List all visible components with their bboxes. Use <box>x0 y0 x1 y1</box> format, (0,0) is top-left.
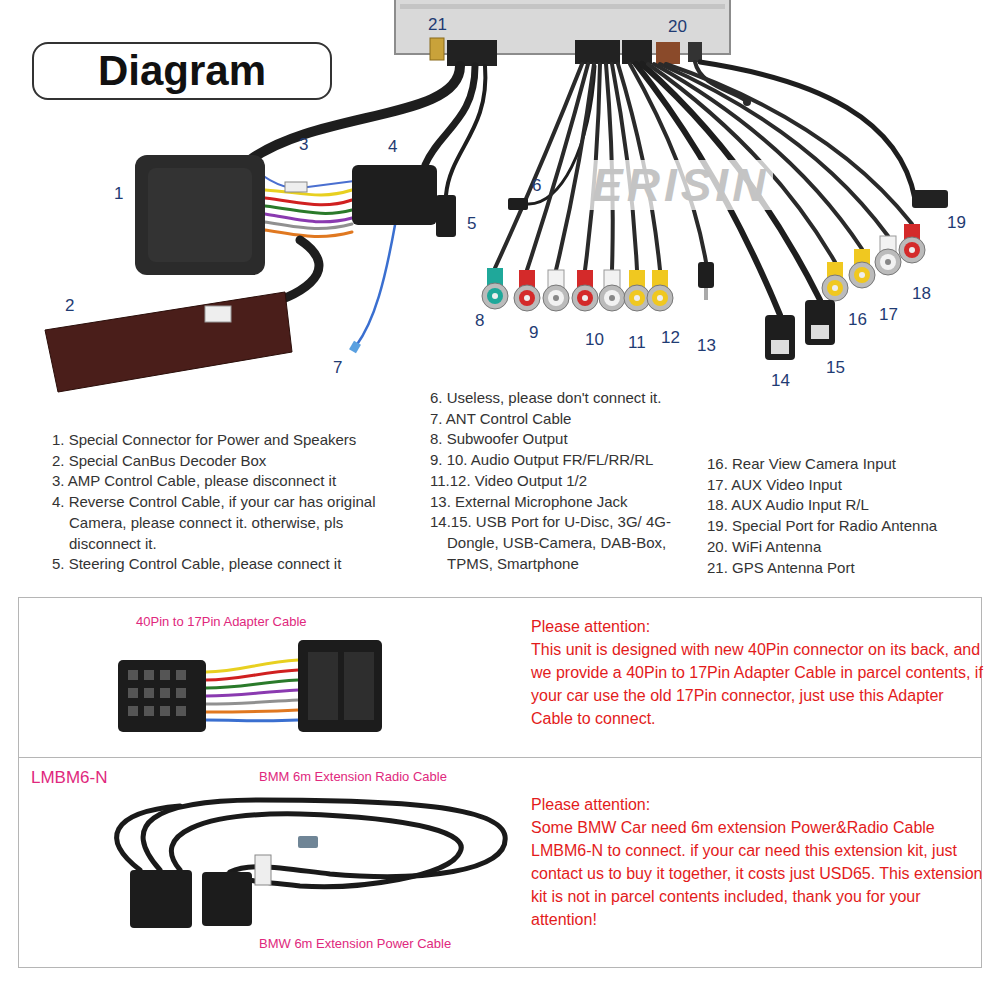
cable-caption: BMM 6m Extension Radio Cable <box>259 767 447 786</box>
legend-note: 6. Useless, please don't connect it. <box>430 388 695 409</box>
legend-note: 7. ANT Control Cable <box>430 409 695 430</box>
legend-note: 9. 10. Audio Output FR/FL/RR/RL <box>430 450 695 471</box>
callout-number: 9 <box>529 323 538 343</box>
callout-number: 15 <box>826 358 845 378</box>
legend-note: 4. Reverse Control Cable, if your car ha… <box>52 492 397 554</box>
callout-number: 5 <box>467 214 476 234</box>
legend-note: 13. External Microphone Jack <box>430 492 695 513</box>
callout-number: 2 <box>65 296 74 316</box>
legend-note: 18. AUX Audio Input R/L <box>707 495 992 516</box>
notice-heading: Please attention: <box>531 615 986 638</box>
callout-number: 14 <box>771 371 790 391</box>
legend-note: 17. AUX Video Input <box>707 475 992 496</box>
legend-note: 16. Rear View Camera Input <box>707 454 992 475</box>
legend-note: 11.12. Video Output 1/2 <box>430 471 695 492</box>
title-frame: Diagram <box>32 42 332 100</box>
notice-text: Some BMW Car need 6m extension Power&Rad… <box>531 816 986 931</box>
legend-note: 2. Special CanBus Decoder Box <box>52 451 397 472</box>
notice-text: This unit is designed with new 40Pin con… <box>531 638 986 730</box>
callout-number: 18 <box>912 284 931 304</box>
legend-note: 14.15. USB Port for U-Disc, 3G/ 4G-Dongl… <box>430 512 695 574</box>
callout-number: 6 <box>532 176 541 196</box>
note-column: 16. Rear View Camera Input17. AUX Video … <box>707 454 992 578</box>
cable-caption: BMW 6m Extension Power Cable <box>259 934 451 953</box>
callout-number: 13 <box>697 336 716 356</box>
callout-number: 1 <box>114 184 123 204</box>
note-column: 1. Special Connector for Power and Speak… <box>52 430 397 575</box>
watermark: ERISIN <box>588 160 773 210</box>
legend-note: 1. Special Connector for Power and Speak… <box>52 430 397 451</box>
callout-number: 16 <box>848 310 867 330</box>
callout-number: 19 <box>947 213 966 233</box>
legend-note: 19. Special Port for Radio Antenna <box>707 516 992 537</box>
callout-number: 7 <box>333 358 342 378</box>
callout-number: 10 <box>585 330 604 350</box>
part-code: LMBM6-N <box>31 766 108 790</box>
note-column: 6. Useless, please don't connect it.7. A… <box>430 388 695 574</box>
diagram-title: Diagram <box>34 44 330 98</box>
callout-number: 20 <box>668 17 687 37</box>
callout-number: 8 <box>475 311 484 331</box>
notice-heading: Please attention: <box>531 793 986 816</box>
legend-note: 8. Subwoofer Output <box>430 429 695 450</box>
info-panel: 40Pin to 17Pin Adapter CablePlease atten… <box>18 597 982 758</box>
callout-number: 11 <box>628 333 646 353</box>
callout-number: 12 <box>661 328 680 348</box>
callout-number: 3 <box>299 135 308 155</box>
legend-note: 20. WiFi Antenna <box>707 537 992 558</box>
legend-note: 3. AMP Control Cable, please disconnect … <box>52 471 397 492</box>
legend-note: 21. GPS Antenna Port <box>707 558 992 579</box>
cable-caption: 40Pin to 17Pin Adapter Cable <box>136 612 307 631</box>
callout-number: 17 <box>879 305 898 325</box>
callout-number: 21 <box>428 15 447 35</box>
info-panel: LMBM6-N BMM 6m Extension Radio CableBMW 6… <box>18 757 982 968</box>
callout-number: 4 <box>388 137 397 157</box>
legend-note: 5. Steering Control Cable, please connec… <box>52 554 397 575</box>
